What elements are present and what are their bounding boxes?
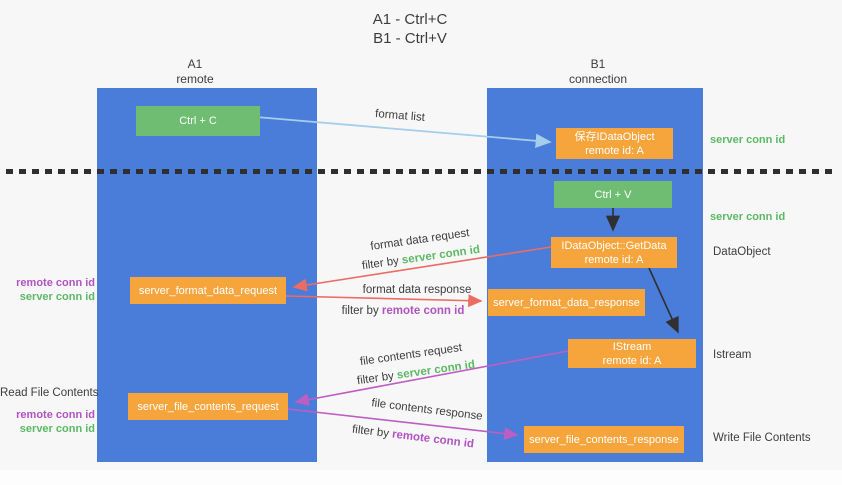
write-file-contents-label: Write File Contents: [713, 432, 811, 444]
column-b1-role: connection: [568, 72, 628, 86]
filter-by-remote-conn-id-label-1: filter by remote conn id: [342, 305, 465, 317]
server-conn-id-left-1: server conn id: [19, 291, 95, 303]
column-b1-id: B1: [590, 57, 606, 71]
format-list-label: format list: [374, 108, 426, 124]
server-conn-id-left-2: server conn id: [19, 423, 95, 435]
column-a1-role: remote: [176, 72, 214, 86]
bottom-strip: [0, 470, 842, 485]
remote-conn-id-text-1: remote conn id: [381, 305, 465, 317]
column-header-a1: A1 remote: [135, 57, 255, 87]
save-idataobject-node: 保存IDataObject remote id: A: [556, 128, 673, 159]
column-header-b1: B1 connection: [538, 57, 658, 87]
getdata-node: IDataObject::GetData remote id: A: [551, 237, 677, 268]
server-format-data-request-node: server_format_data_request: [130, 277, 286, 304]
save-idataobject-line1: 保存IDataObject: [574, 130, 655, 143]
remote-conn-id-left-2: remote conn id: [16, 409, 95, 421]
istream-line1: IStream: [612, 340, 652, 353]
istream-side-label: Istream: [713, 349, 752, 361]
server-file-contents-request-label: server_file_contents_request: [137, 400, 279, 413]
server-conn-id-text-1: server conn id: [401, 243, 481, 267]
session-separator-line: [6, 169, 836, 174]
server-conn-id-right-top: server conn id: [710, 134, 786, 146]
file-contents-response-label: file contents response: [370, 397, 484, 423]
istream-node: IStream remote id: A: [568, 339, 696, 368]
ctrl-v-label: Ctrl + V: [594, 188, 632, 201]
filter-by-text-3: filter by: [356, 370, 395, 388]
title-line-1: A1 - Ctrl+C: [372, 11, 448, 28]
ctrl-v-node: Ctrl + V: [554, 181, 672, 208]
server-conn-id-text-2: server conn id: [396, 358, 476, 382]
remote-conn-id-left-1: remote conn id: [16, 277, 95, 289]
ctrl-c-label: Ctrl + C: [179, 115, 217, 127]
filter-by-text-2: filter by: [341, 305, 379, 317]
remote-conn-id-text-2: remote conn id: [391, 428, 475, 451]
server-file-contents-response-node: server_file_contents_response: [524, 426, 684, 453]
istream-line2: remote id: A: [602, 354, 662, 367]
filter-by-text-4: filter by: [351, 423, 390, 440]
server-file-contents-request-node: server_file_contents_request: [128, 393, 288, 420]
dataobject-label: DataObject: [713, 246, 771, 258]
filter-by-text-1: filter by: [361, 255, 400, 273]
read-file-contents-label: Read File Contents: [0, 387, 99, 399]
column-a1-id: A1: [187, 57, 203, 71]
server-format-data-request-label: server_format_data_request: [138, 284, 278, 297]
server-file-contents-response-label: server_file_contents_response: [529, 433, 679, 446]
format-data-response-label: format data response: [362, 284, 472, 296]
server-format-data-response-node: server_format_data_response: [488, 289, 645, 316]
getdata-line1: IDataObject::GetData: [561, 239, 667, 252]
title-line-2: B1 - Ctrl+V: [373, 30, 447, 47]
diagram-title: A1 - Ctrl+C B1 - Ctrl+V: [330, 10, 490, 48]
server-conn-id-right-mid: server conn id: [710, 211, 786, 223]
getdata-line2: remote id: A: [584, 253, 644, 266]
save-idataobject-line2: remote id: A: [585, 144, 644, 157]
server-format-data-response-label: server_format_data_response: [493, 296, 640, 309]
filter-by-remote-conn-id-label-2: filter by remote conn id: [351, 424, 474, 451]
ctrl-c-node: Ctrl + C: [136, 106, 260, 136]
